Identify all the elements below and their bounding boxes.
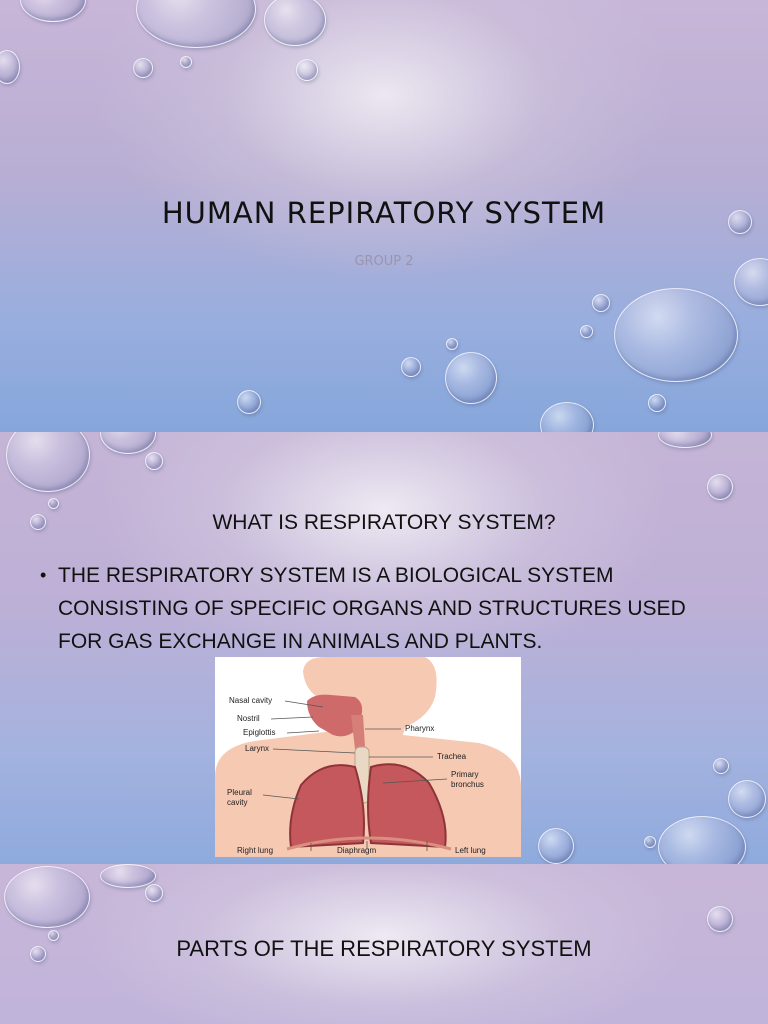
pharynx-shape: [351, 715, 365, 749]
water-drop: [100, 864, 156, 888]
label-primary: Primary: [451, 770, 479, 779]
slide-subtitle: GROUP 2: [354, 254, 414, 269]
water-drop: [264, 0, 326, 46]
nasal-cavity-shape: [307, 694, 363, 737]
water-drop: [0, 50, 20, 84]
water-drop: [580, 325, 593, 338]
label-nostril: Nostril: [237, 714, 260, 723]
label-pharynx: Pharynx: [405, 724, 434, 733]
left-lung-shape: [367, 763, 447, 849]
slide-title-heading: HUMAN REPIRATORY SYSTEM: [161, 196, 607, 230]
slide-heading: PARTS OF THE RESPIRATORY SYSTEM: [176, 936, 592, 961]
water-drop: [644, 836, 656, 848]
right-lung-shape: [289, 764, 365, 849]
label-cavity: cavity: [227, 798, 247, 807]
diaphragm-shape: [286, 836, 452, 851]
water-drop: [445, 352, 497, 404]
water-drop: [614, 288, 738, 382]
water-drop: [728, 210, 752, 234]
water-drop: [446, 338, 458, 350]
water-drop: [30, 514, 46, 530]
label-epiglottis: Epiglottis: [243, 728, 275, 737]
water-drop: [648, 394, 666, 412]
label-nasal-cavity: Nasal cavity: [229, 696, 272, 705]
bullet-marker: •: [40, 565, 47, 585]
slide-heading: WHAT IS RESPIRATORY SYSTEM?: [212, 511, 556, 534]
water-drop: [707, 474, 733, 500]
water-drop: [48, 930, 59, 941]
label-bronchus: bronchus: [451, 780, 484, 789]
bullet-item: • THE RESPIRATORY SYSTEM IS A BIOLOGICAL…: [40, 559, 700, 658]
label-left-lung: Left lung: [455, 846, 486, 855]
water-drop: [540, 402, 594, 432]
water-drop: [4, 866, 90, 928]
water-drop: [707, 906, 733, 932]
slide-background: [0, 864, 768, 1024]
water-drop: [145, 452, 163, 470]
water-drop: [296, 59, 318, 81]
respiratory-diagram: Nasal cavity Nostril Epiglottis Larynx P…: [215, 657, 521, 857]
label-trachea: Trachea: [437, 752, 467, 761]
label-lines: [262, 700, 448, 851]
bullet-text: THE RESPIRATORY SYSTEM IS A BIOLOGICAL S…: [58, 564, 686, 653]
water-drop: [48, 498, 59, 509]
respiratory-diagram-svg: Nasal cavity Nostril Epiglottis Larynx P…: [215, 657, 521, 857]
water-drop: [538, 828, 574, 864]
water-drop: [30, 946, 46, 962]
water-drop: [592, 294, 610, 312]
water-drop: [401, 357, 421, 377]
water-drop: [180, 56, 192, 68]
label-right-lung: Right lung: [237, 846, 273, 855]
label-diaphragm: Diaphragm: [337, 846, 376, 855]
water-drop: [145, 884, 163, 902]
label-larynx: Larynx: [245, 744, 269, 753]
water-drop: [133, 58, 153, 78]
slide-parts: PARTS OF THE RESPIRATORY SYSTEM: [0, 864, 768, 1024]
water-drop: [728, 780, 766, 818]
slide-title: HUMAN REPIRATORY SYSTEM GROUP 2: [0, 0, 768, 432]
slide-definition: WHAT IS RESPIRATORY SYSTEM? • THE RESPIR…: [0, 432, 768, 864]
label-pleural: Pleural: [227, 788, 252, 797]
water-drop: [237, 390, 261, 414]
water-drop: [713, 758, 729, 774]
